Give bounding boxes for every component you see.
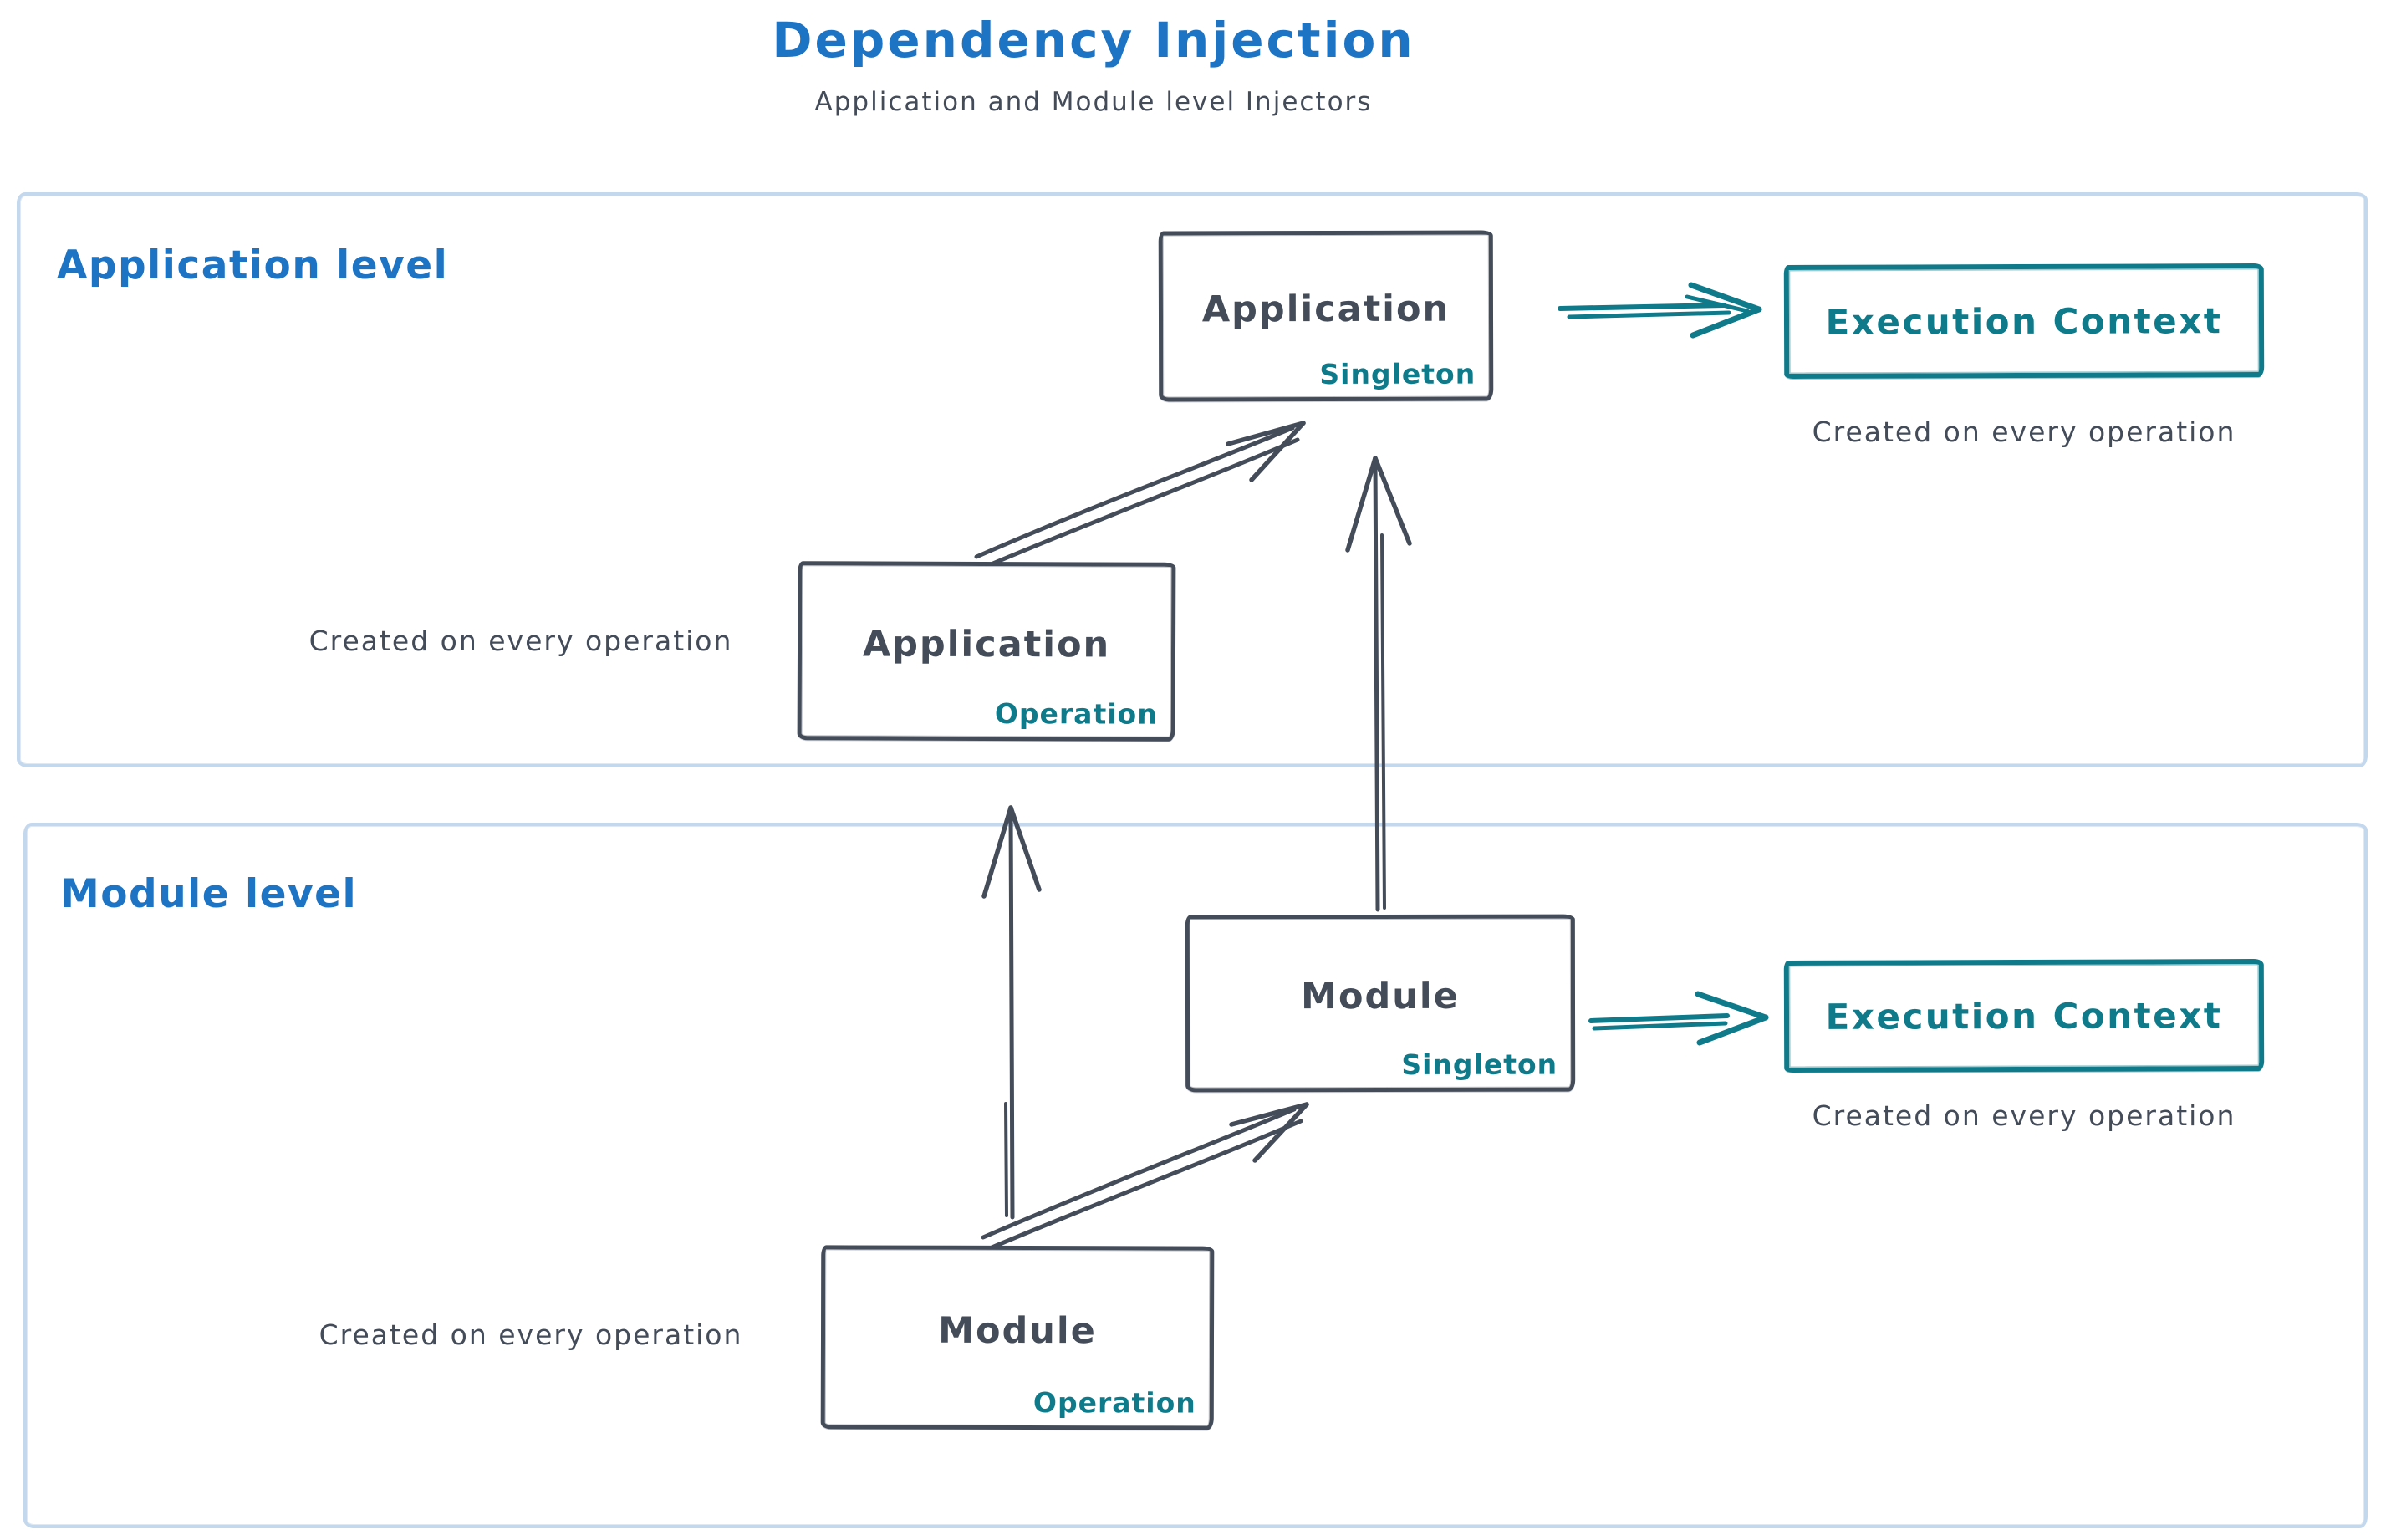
application-operation-box: Application Operation [797,561,1176,742]
module-singleton-box: Module Singleton [1185,914,1576,1093]
module-operation-tag: Operation [1032,1386,1196,1420]
title-block: Dependency Injection Application and Mod… [508,12,1679,117]
module-level-container: Module level [23,823,2368,1528]
module-operation-box: Module Operation [820,1245,1215,1430]
application-level-container: Application level [17,192,2368,767]
caption-execution-context-application: Created on every operation [1812,416,2236,448]
module-singleton-tag: Singleton [1401,1048,1558,1081]
application-operation-tag: Operation [994,697,1158,731]
application-singleton-title: Application [1201,288,1450,331]
execution-context-box-module: Execution Context [1783,958,2265,1073]
caption-module-operation: Created on every operation [319,1318,743,1351]
module-level-label: Module level [60,871,358,917]
caption-application-operation: Created on every operation [308,625,733,657]
module-singleton-title: Module [1301,975,1460,1018]
execution-context-box-application: Execution Context [1783,263,2265,380]
page-title: Dependency Injection [772,12,1415,69]
page-subtitle: Application and Module level Injectors [814,87,1373,117]
execution-context-label-module: Execution Context [1825,994,2223,1038]
application-singleton-tag: Singleton [1319,357,1476,391]
application-singleton-box: Application Singleton [1158,230,1494,402]
module-operation-title: Module [938,1309,1097,1353]
application-level-label: Application level [57,242,449,288]
application-operation-title: Application [862,623,1111,666]
caption-execution-context-module: Created on every operation [1812,1099,2236,1132]
execution-context-label-application: Execution Context [1825,299,2223,343]
